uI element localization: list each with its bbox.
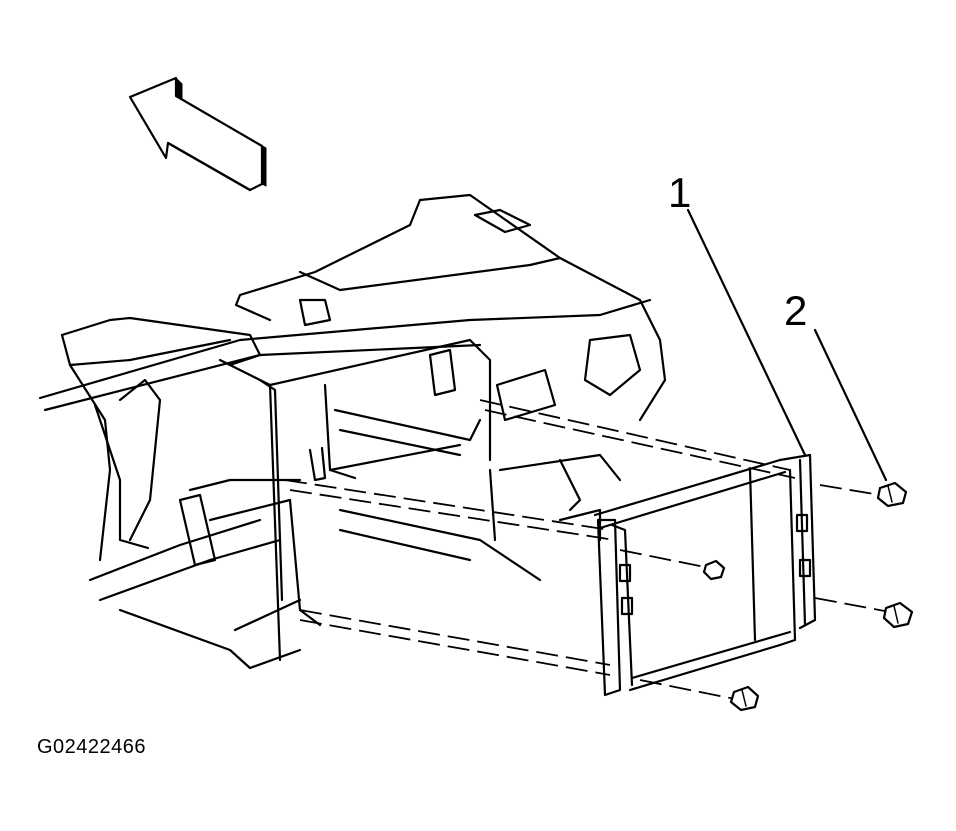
bolt-icon (729, 685, 760, 712)
forward-direction-arrow-icon (128, 76, 267, 192)
bolt-icon (702, 559, 726, 581)
callout-label-2: 2 (784, 287, 808, 334)
center-support-structure (178, 338, 622, 662)
upper-body-panel (234, 193, 667, 422)
callout-leaders (686, 208, 888, 482)
front-frame-rails (38, 298, 652, 670)
radiator-support-bracket (593, 453, 817, 697)
alignment-lines (284, 399, 891, 701)
bolt-icon (876, 481, 908, 508)
bolt-icon (882, 601, 914, 629)
callout-label-1: 1 (668, 169, 692, 216)
bolt-fasteners (702, 481, 914, 712)
figure-id: G02422466 (37, 736, 147, 758)
